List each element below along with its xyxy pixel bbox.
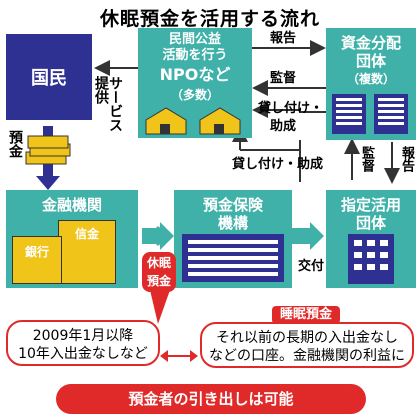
- kinyu-label: 金融機関: [41, 196, 102, 214]
- label-loan-mid: 貸し付け・助成: [232, 157, 324, 172]
- label-supervise-top: 監督: [270, 71, 297, 86]
- arrow-loan-top: [252, 102, 326, 118]
- node-kokumin-label: 国民: [31, 68, 67, 89]
- node-kokumin: 国民: [6, 34, 92, 120]
- double-arrow: [190, 350, 198, 362]
- label-report-top: 報告: [270, 31, 297, 46]
- arrow-grant: [310, 222, 324, 250]
- label-kofu: 交付: [298, 259, 325, 274]
- ginko-label: 銀行: [24, 245, 49, 259]
- callout-right-line1: それ以前の長期の入出金なし: [216, 330, 398, 346]
- node-kinyu: 金融機関 信金 銀行: [6, 190, 138, 288]
- callout-kyumin-definition: 2009年1月以降 10年入出金なしなど: [6, 320, 160, 366]
- building-icons: [332, 94, 408, 134]
- hoken-building-icon: [182, 234, 284, 282]
- kyumin-pointer: [150, 290, 170, 324]
- node-npo: 民間公益 活動を行う NPOなど （多数）: [138, 28, 252, 138]
- kyumin-tag: 休眠 預金: [142, 252, 176, 292]
- callout-left-line1: 2009年1月以降: [32, 328, 134, 344]
- house-icons: [145, 107, 241, 135]
- node-shikin: 資金分配 団体 （複数）: [326, 28, 416, 140]
- arrow-transfer: [160, 222, 174, 250]
- kyumin-tag-line2: 預金: [146, 274, 171, 288]
- callout-suimin-definition: それ以前の長期の入出金なし などの口座。金融機関の利益に: [200, 322, 414, 368]
- npo-note: （多数）: [170, 88, 219, 102]
- bottom-note: 預金者の引き出しは可能: [56, 384, 366, 414]
- diagram-title: 休眠預金を活用する流れ: [99, 8, 320, 30]
- label-service-2: 提供: [93, 76, 109, 104]
- money-icon: [25, 135, 71, 165]
- shikin-line2: 団体: [355, 52, 386, 70]
- label-loan-top-1: 貸し付け・: [258, 101, 324, 116]
- node-shitei: 指定活用 団体: [326, 190, 416, 288]
- npo-line1: 民間公益: [168, 32, 221, 47]
- node-hoken: 預金保険 機構: [174, 190, 292, 288]
- callout-left-line2: 10年入出金なしなど: [18, 346, 148, 362]
- hoken-line1: 預金保険: [202, 196, 263, 214]
- label-loan-top-2: 助成: [270, 119, 297, 134]
- ginko-building: 銀行: [12, 236, 62, 284]
- npo-line3: NPOなど: [159, 65, 231, 84]
- shinkin-label: 信金: [74, 227, 99, 241]
- kyumin-tag-line1: 休眠: [146, 256, 171, 270]
- shikin-note: （複数）: [346, 72, 395, 86]
- hoken-line2: 機構: [217, 214, 248, 232]
- label-yokin: 預金: [7, 130, 23, 158]
- shikin-line1: 資金分配: [340, 34, 401, 52]
- npo-line2: 活動を行う: [162, 48, 228, 63]
- label-report-right: 報告: [399, 146, 414, 172]
- label-supervise-right: 監督: [359, 146, 374, 172]
- shitei-line2: 団体: [355, 214, 386, 232]
- label-service-1: サービス: [107, 76, 123, 132]
- shitei-building-icon: [348, 234, 394, 284]
- callout-right-line2: などの口座。金融機関の利益に: [209, 348, 405, 364]
- shinkin-building: 信金: [58, 220, 116, 284]
- shitei-line1: 指定活用: [340, 196, 401, 214]
- suimin-tag: 睡眠預金: [272, 306, 340, 324]
